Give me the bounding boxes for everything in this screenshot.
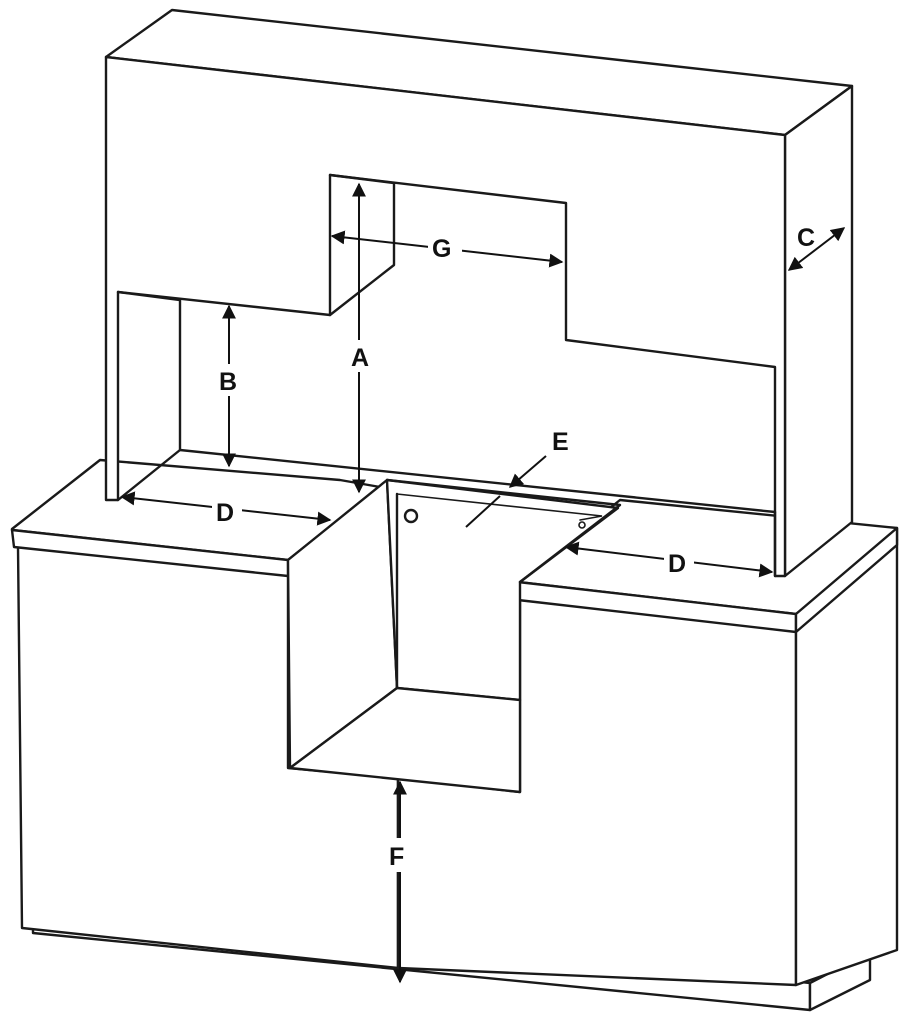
upper-surround [104,8,854,578]
label-e: E [552,428,569,456]
label-d-right: D [668,550,686,578]
counter-side-edge [794,526,899,634]
drain-hole-icon [403,508,419,524]
label-f: F [389,843,404,871]
label-a: A [351,344,369,372]
recess-floor [288,686,522,794]
label-d-left: D [216,499,234,527]
dimension-e-leader [508,455,547,488]
small-fitting-icon [578,521,586,529]
dimension-labels: A B C D D E F G [212,224,815,872]
recess [286,478,622,794]
dimension-c-line [787,227,846,271]
label-b: B [219,368,237,396]
surround-side [783,84,854,578]
label-g: G [432,235,451,263]
recess-rim [385,478,622,584]
label-c: C [797,224,815,252]
dimension-e-tail [465,495,501,528]
opening-reveal-left [116,290,182,502]
opening-reveal-top [328,173,396,317]
base-cabinet [16,538,899,1012]
